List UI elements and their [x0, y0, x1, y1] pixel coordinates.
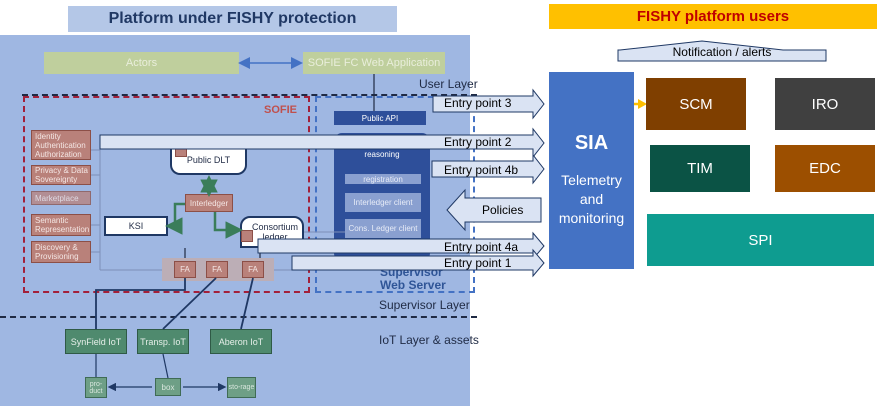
- scm-box: SCM: [646, 78, 746, 130]
- policies-label: Policies: [482, 203, 524, 217]
- entry-point-1-label: Entry point 1: [444, 256, 512, 270]
- actors-box: Actors: [44, 52, 239, 74]
- right-title: FISHY platform users: [549, 4, 877, 29]
- policies-arrow: [446, 188, 542, 232]
- public-api-box: Public API: [334, 111, 426, 125]
- fa-box-1: FA: [174, 261, 196, 278]
- notification-arrow: [617, 40, 827, 62]
- left-title: Platform under FISHY protection: [68, 6, 397, 32]
- entry-point-4a-label: Entry point 4a: [444, 240, 519, 254]
- aberon-iot-box: Aberon IoT: [210, 329, 272, 354]
- entry-point-2-arrow: [99, 127, 545, 159]
- transp-iot-box: Transp. IoT: [137, 329, 189, 354]
- marketplace-item: Marketplace: [31, 191, 91, 205]
- supervisor-web-server-region: [315, 96, 475, 293]
- identity-auth-item: Identity Authentication Authorization: [31, 130, 91, 160]
- user-layer-line: [22, 94, 477, 96]
- entry-point-4b-label: Entry point 4b: [444, 163, 519, 177]
- semantic-item: Semantic Representation: [31, 214, 91, 236]
- tim-box: TIM: [650, 145, 750, 192]
- edc-box: EDC: [775, 145, 875, 192]
- web-app-box: SOFIE FC Web Application: [303, 52, 445, 74]
- interledger-box: Interledger: [185, 194, 233, 212]
- sofie-label: SOFIE: [264, 104, 298, 116]
- entry-point-3-label: Entry point 3: [444, 96, 512, 110]
- user-layer-label: User Layer: [419, 77, 478, 91]
- cons-ledger-client-box: Cons. Ledger client: [345, 219, 421, 238]
- fa-box-3: FA: [242, 261, 264, 278]
- sofie-region: [23, 96, 310, 293]
- storage-box: sto-rage: [227, 377, 256, 398]
- iot-layer-label: IoT Layer & assets: [379, 333, 479, 347]
- registration-box: registration: [345, 174, 421, 184]
- interledger-consortium-arrow: [213, 212, 243, 239]
- supervisor-layer-line: [0, 316, 477, 318]
- entry-point-2-label: Entry point 2: [444, 135, 512, 149]
- discovery-item: Discovery & Provisioning: [31, 241, 91, 263]
- sia-box: SIA Telemetry and monitoring: [549, 72, 634, 269]
- sia-title: SIA: [574, 132, 609, 154]
- interledger-ksi-arrow: [165, 202, 185, 235]
- entry-point-4b-arrow: [431, 153, 545, 185]
- entry-point-1-arrow: [291, 248, 545, 278]
- synfield-iot-box: SynField IoT: [65, 329, 127, 354]
- box-box: box: [155, 378, 181, 396]
- sia-subtitle: Telemetry and monitoring: [558, 172, 625, 226]
- ksi-box: KSI: [104, 216, 168, 236]
- supervisor-layer-label: Supervisor Layer: [379, 298, 470, 312]
- reasoning-box: reasoning: [340, 146, 424, 162]
- fa-iot-connectors: [95, 277, 254, 330]
- entry-point-arrows: [99, 88, 545, 278]
- notification-label: Notification / alerts: [672, 45, 772, 59]
- iro-box: IRO: [775, 78, 875, 130]
- spi-box: SPI: [647, 214, 874, 266]
- product-box: pro-duct: [85, 377, 107, 398]
- privacy-item: Privacy & Data Sovereignty: [31, 165, 91, 185]
- fa-box-2: FA: [206, 261, 228, 278]
- interledger-client-box: Interledger client: [345, 193, 421, 212]
- entry-point-3-arrow: [432, 88, 545, 120]
- entry-point-4a-arrow: [257, 231, 545, 261]
